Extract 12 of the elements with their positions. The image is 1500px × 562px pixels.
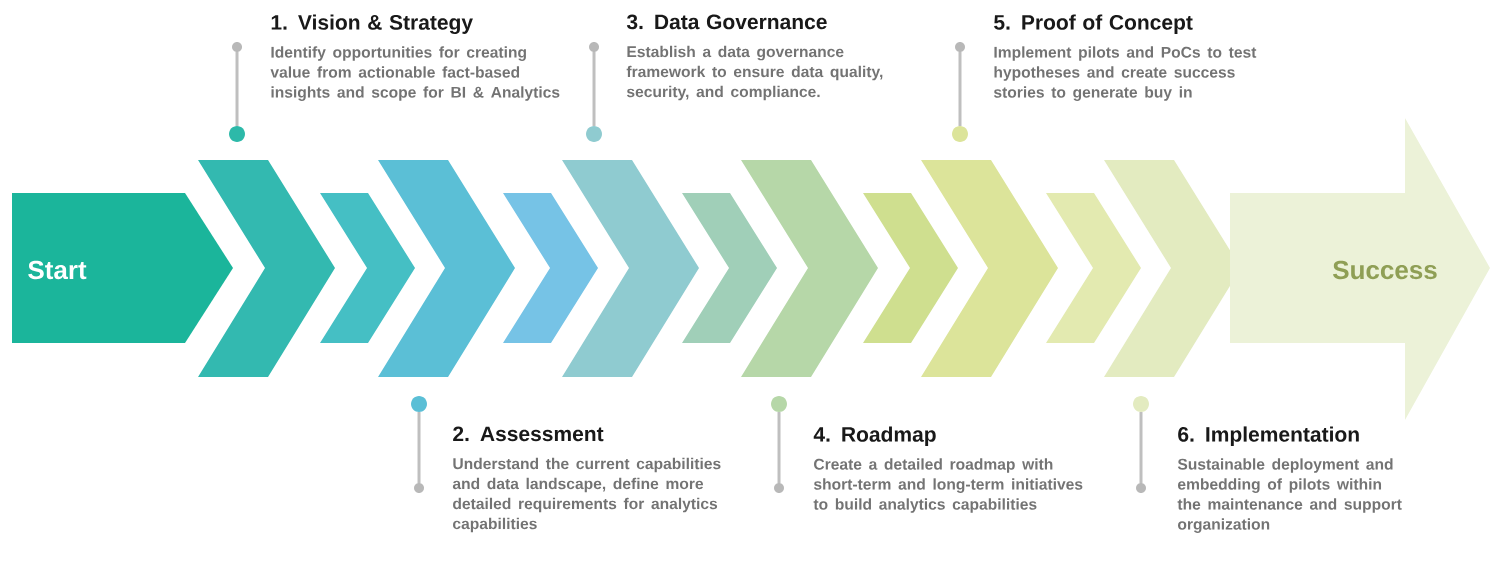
step-description: Identify opportunities for creating value from actionable fact-based insights and scope for BI & Analytics (270, 46, 560, 101)
step-description: Establish a data governance framework to ensure data quality, security, and compliance. (626, 45, 883, 101)
step-heading: 4. Roadmap (813, 426, 936, 446)
step-description: Sustainable deployment and embedding of pilots within the maintenance and support organization (1177, 458, 1402, 533)
step-heading: 6. Implementation (1178, 426, 1359, 446)
step-description: Create a detailed roadmap with short-term and long-term initiatives to build analytics capabilities (813, 458, 1083, 513)
step-heading: 2. Assessment (453, 426, 604, 442)
step-heading: 1. Vision & Strategy (271, 14, 473, 35)
step-heading: 3. Data Governance (626, 14, 827, 30)
step-heading: 5. Proof of Concept (994, 14, 1193, 34)
step-description: Implement pilots and PoCs to test hypotheses and create success stories to generate buy in (993, 46, 1257, 101)
step-description: Understand the current capabilities and data landscape, define more detailed requirements for analytics capabilities (452, 457, 721, 533)
